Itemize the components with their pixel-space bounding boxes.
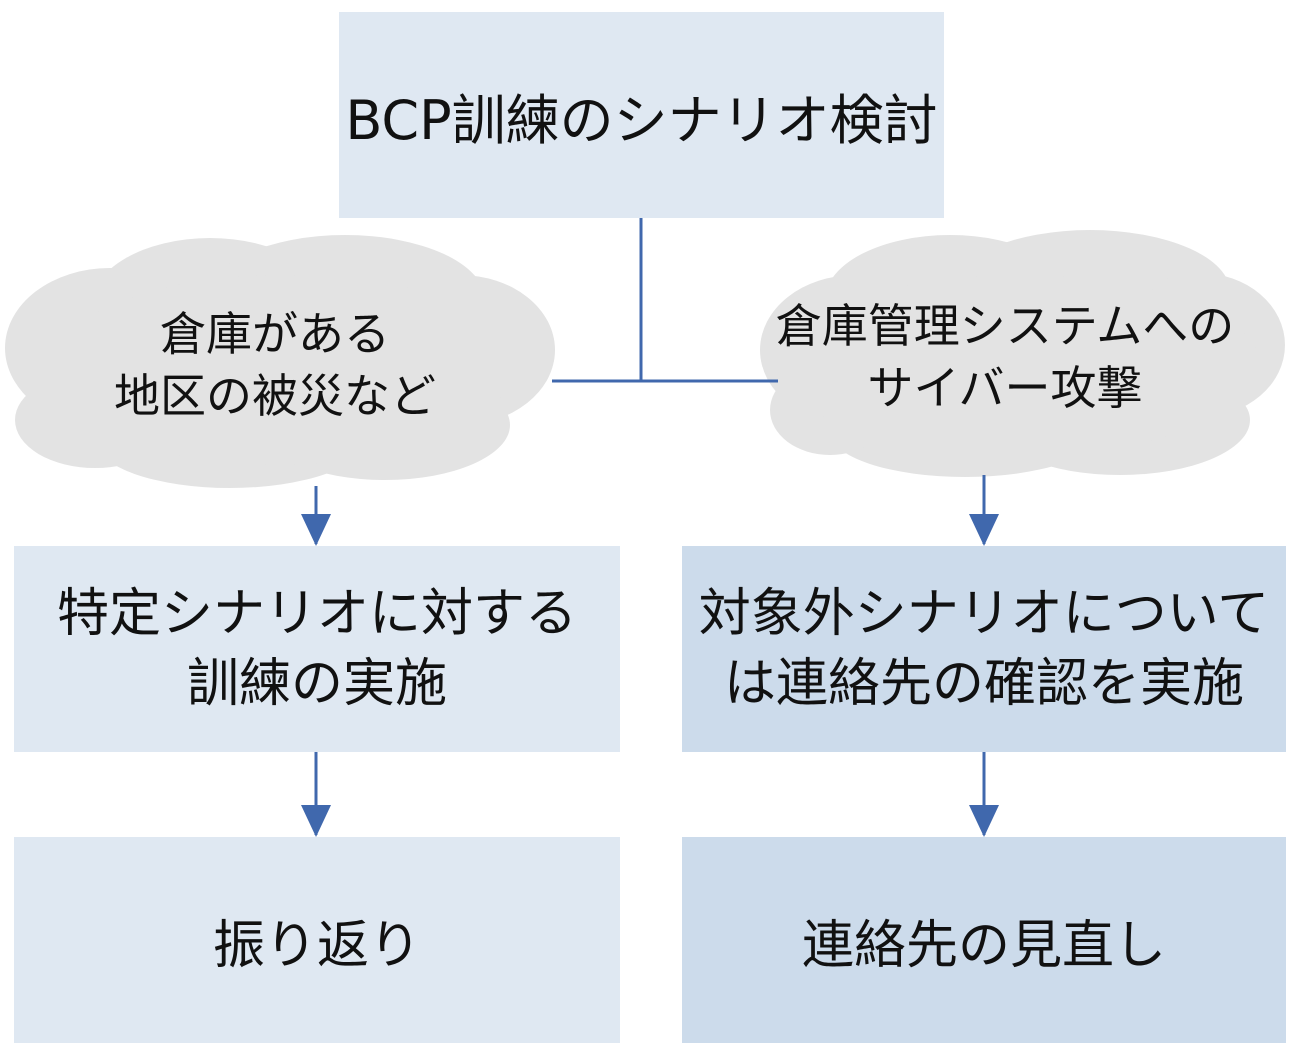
left-box2-bg [14, 837, 620, 1043]
left-box2-label: 振り返り [212, 915, 421, 976]
right-cloud-line-2: サイバー攻撃 [867, 361, 1143, 415]
left-box1-line-2: 訓練の実施 [186, 654, 447, 714]
right-box1-line-2: は連絡先の確認を実施 [723, 654, 1244, 714]
top-box: BCP訓練のシナリオ検討 [339, 12, 944, 218]
right-box1-line-1: 対象外シナリオについて [698, 584, 1270, 644]
left-box1: 特定シナリオに対する 訓練の実施 [14, 546, 620, 752]
left-cloud-shape [5, 235, 555, 488]
right-box1-bg [682, 546, 1286, 752]
left-box1-bg [14, 546, 620, 752]
right-box2-label: 連絡先の見直し [801, 915, 1166, 976]
top-box-bg [339, 12, 944, 218]
right-cloud-shape [760, 230, 1285, 477]
right-cloud-text: 倉庫管理システムへの サイバー攻撃 [745, 292, 1265, 422]
right-cloud-line-1: 倉庫管理システムへの [775, 299, 1235, 353]
right-box2-bg [682, 837, 1286, 1043]
left-box2: 振り返り [14, 837, 620, 1043]
left-box1-line-1: 特定シナリオに対する [56, 584, 577, 644]
arrowhead-left-1 [301, 514, 331, 546]
right-box1: 対象外シナリオについて は連絡先の確認を実施 [682, 546, 1286, 752]
arrowhead-right-2 [969, 805, 999, 837]
left-cloud-text: 倉庫がある 地区の被災など [60, 300, 490, 430]
arrowhead-left-2 [301, 805, 331, 837]
left-cloud-line-2: 地区の被災など [114, 369, 436, 423]
right-box2: 連絡先の見直し [682, 837, 1286, 1043]
arrowhead-right-1 [969, 514, 999, 546]
left-cloud-line-1: 倉庫がある [160, 307, 390, 361]
top-box-label: BCP訓練のシナリオ検討 [345, 88, 938, 152]
